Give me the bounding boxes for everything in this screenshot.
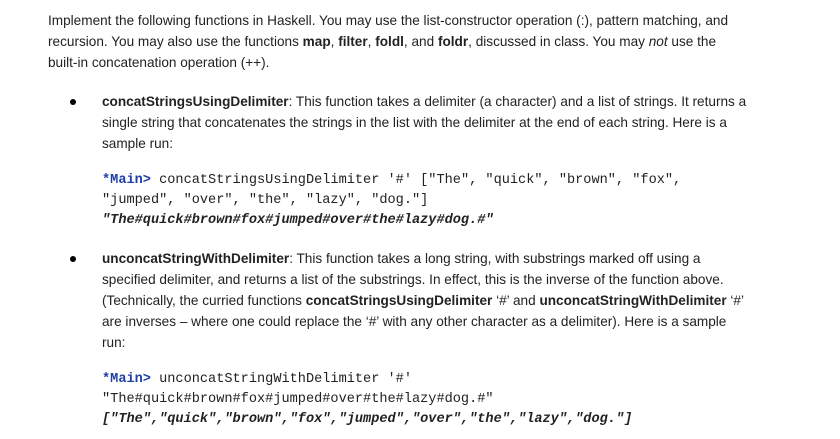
delimiter-quote: ‘#’ bbox=[726, 293, 744, 308]
bullet-item-unconcat: unconcatStringWithDelimiter: This functi… bbox=[48, 248, 828, 430]
document: Implement the following functions in Has… bbox=[48, 10, 828, 430]
function-name: unconcatStringWithDelimiter bbox=[102, 251, 290, 266]
bullet-description: unconcatStringWithDelimiter: This functi… bbox=[102, 248, 752, 353]
intro-text: , discussed in class. You may bbox=[468, 34, 649, 49]
function-name: concatStringsUsingDelimiter bbox=[102, 94, 289, 109]
intro-sep: , and bbox=[403, 34, 438, 49]
bullet-item-concat: concatStringsUsingDelimiter: This functi… bbox=[48, 91, 828, 231]
repl-output: "The#quick#brown#fox#jumped#over#the#laz… bbox=[102, 213, 494, 228]
repl-prompt: *Main> bbox=[102, 372, 151, 387]
description-text: are inverses – where one could replace t… bbox=[102, 314, 727, 350]
intro-text: Implement the following functions in Has… bbox=[48, 13, 729, 49]
function-map: map bbox=[302, 34, 331, 49]
sample-run-code: *Main> unconcatStringWithDelimiter '#' "… bbox=[102, 370, 828, 430]
function-foldr: foldr bbox=[437, 34, 469, 49]
repl-prompt: *Main> bbox=[102, 173, 151, 188]
function-foldl: foldl bbox=[375, 34, 404, 49]
repl-command-continued: "The#quick#brown#fox#jumped#over#the#laz… bbox=[102, 392, 494, 407]
intro-sep: , bbox=[367, 34, 376, 49]
bullet-icon bbox=[70, 99, 76, 105]
bullet-description: concatStringsUsingDelimiter: This functi… bbox=[102, 91, 752, 154]
function-name-ref: unconcatStringWithDelimiter bbox=[539, 293, 727, 308]
function-name-ref: concatStringsUsingDelimiter bbox=[305, 293, 493, 308]
repl-command: unconcatStringWithDelimiter '#' bbox=[150, 372, 412, 387]
intro-sep: , bbox=[330, 34, 339, 49]
repl-command-continued: "jumped", "over", "the", "lazy", "dog."] bbox=[102, 193, 429, 208]
repl-output: ["The","quick","brown","fox","jumped","o… bbox=[102, 412, 633, 427]
description-text: : This function takes a delimiter (a cha… bbox=[102, 94, 747, 151]
description-text: : This function takes a long string, wit… bbox=[102, 251, 724, 308]
intro-paragraph: Implement the following functions in Has… bbox=[48, 10, 748, 73]
sample-run-code: *Main> concatStringsUsingDelimiter '#' [… bbox=[102, 171, 828, 231]
repl-command: concatStringsUsingDelimiter '#' ["The", … bbox=[150, 173, 682, 188]
emphasis-not: not bbox=[648, 34, 668, 49]
intro-text: use the built-in concatenation operation… bbox=[48, 34, 717, 70]
description-text: and bbox=[509, 293, 540, 308]
function-filter: filter bbox=[338, 34, 368, 49]
bullet-icon bbox=[70, 256, 76, 262]
delimiter-quote: ‘#’ bbox=[492, 293, 510, 308]
